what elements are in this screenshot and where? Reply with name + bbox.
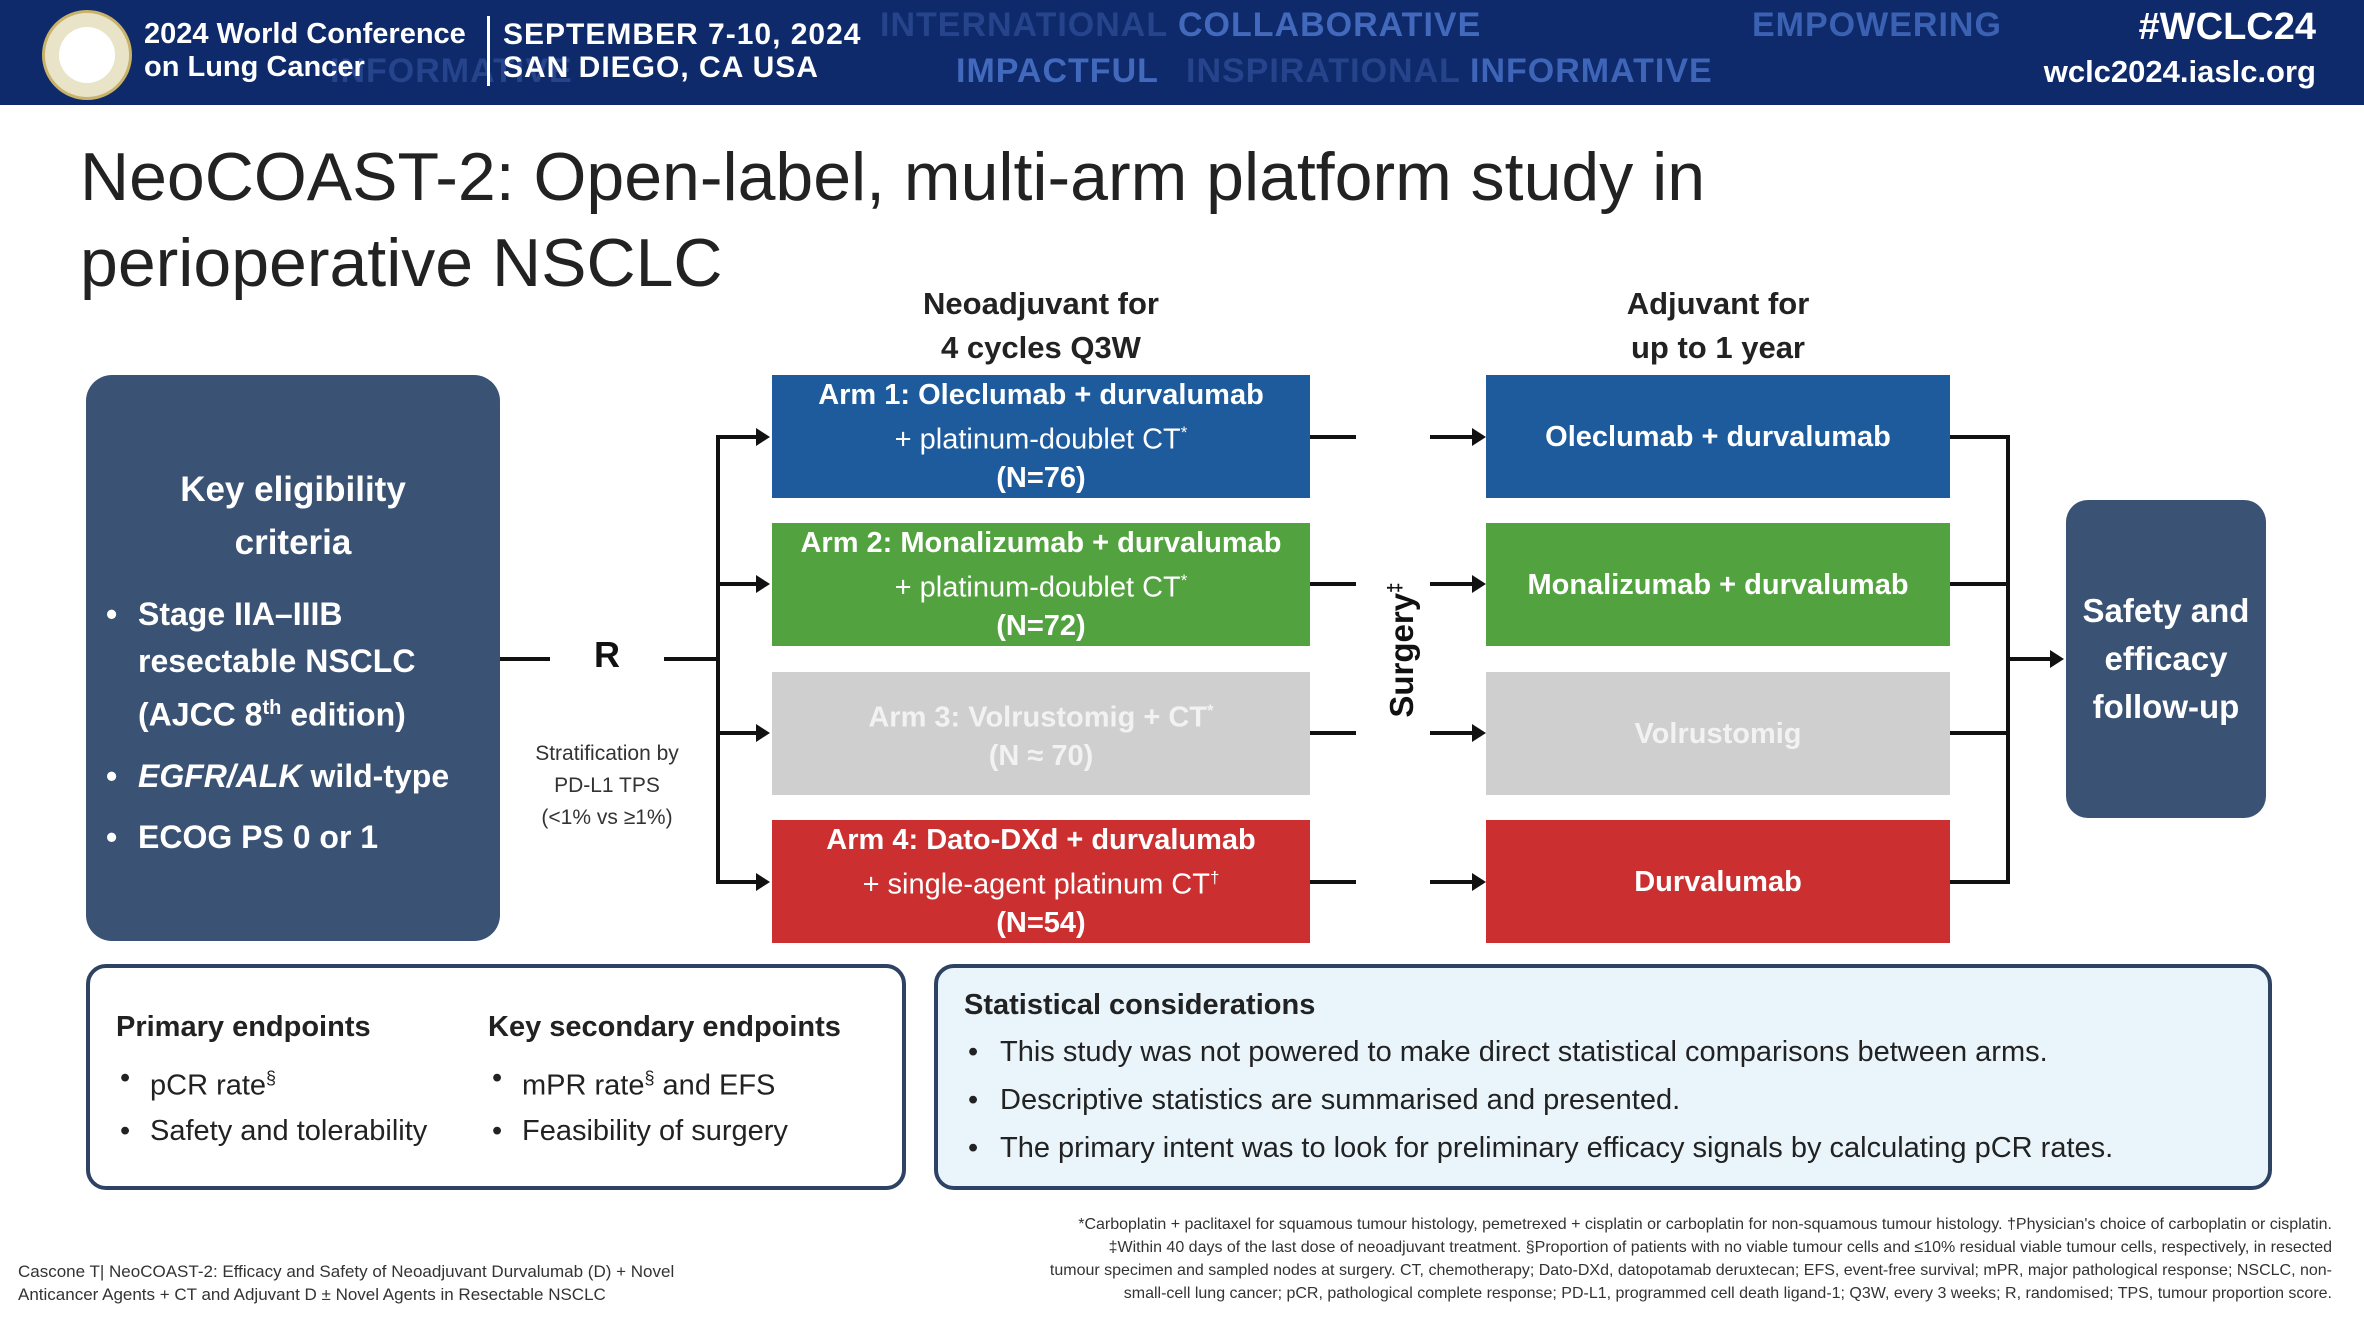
banner-divider <box>487 16 490 86</box>
list-item: This study was not powered to make direc… <box>968 1028 2113 1076</box>
connector-line <box>1950 880 2010 884</box>
connector-line <box>716 582 756 586</box>
connector-line <box>2006 657 2050 661</box>
adjuvant-box-2: Monalizumab + durvalumab <box>1486 523 1950 646</box>
connector-line <box>1430 880 1472 884</box>
conference-banner: INTERNATIONAL COLLABORATIVE EMPOWERING I… <box>0 0 2364 105</box>
connector-line <box>1950 731 2010 735</box>
arrow-icon <box>1472 873 1486 891</box>
secondary-endpoints: Key secondary endpoints mPR rate§ and EF… <box>488 1008 841 1154</box>
list-item: Feasibility of surgery <box>492 1109 841 1154</box>
connector-line <box>716 435 756 439</box>
connector-line <box>1310 582 1356 586</box>
connector-line <box>1310 880 1356 884</box>
connector-line <box>1430 731 1472 735</box>
arm-2-box: Arm 2: Monalizumab + durvalumab + platin… <box>772 523 1310 646</box>
arrow-icon <box>756 873 770 891</box>
conference-website[interactable]: wclc2024.iaslc.org <box>2043 54 2316 89</box>
connector-line <box>664 657 718 661</box>
connector-line <box>716 880 756 884</box>
list-item: Descriptive statistics are summarised an… <box>968 1076 2113 1124</box>
adjuvant-box-1: Oleclumab + durvalumab <box>1486 375 1950 498</box>
primary-endpoints: Primary endpoints pCR rate§ Safety and t… <box>116 1008 427 1154</box>
arm-3-box: Arm 3: Volrustomig + CT* (N ≈ 70) <box>772 672 1310 795</box>
arrow-icon <box>756 428 770 446</box>
conference-logo-icon <box>42 10 132 100</box>
banner-word: COLLABORATIVE <box>1178 6 1482 44</box>
banner-word: INFORMATIVE <box>1470 52 1713 90</box>
conference-hashtag: #WCLC24 <box>2138 6 2316 48</box>
list-item: Safety and tolerability <box>120 1109 427 1154</box>
statistical-heading: Statistical considerations <box>964 989 1316 1021</box>
list-item: pCR rate§ <box>120 1056 427 1109</box>
connector-line <box>500 657 550 661</box>
connector-line <box>1430 435 1472 439</box>
connector-line <box>716 731 756 735</box>
arrow-icon <box>756 724 770 742</box>
list-item: The primary intent was to look for preli… <box>968 1124 2113 1172</box>
connector-line <box>1430 582 1472 586</box>
surgery-label: Surgery‡ <box>1383 582 1420 718</box>
connector-line <box>1950 582 2010 586</box>
banner-word: EMPOWERING <box>1752 6 2002 44</box>
conference-name: 2024 World Conference on Lung Cancer <box>144 18 466 83</box>
adjuvant-header: Adjuvant for up to 1 year <box>1626 286 1810 365</box>
eligibility-box: Key eligibility criteria Stage IIA–IIIB … <box>86 375 500 941</box>
arm-1-box: Arm 1: Oleclumab + durvalumab + platinum… <box>772 375 1310 498</box>
arrow-icon <box>1472 575 1486 593</box>
eligibility-item: Stage IIA–IIIB resectable NSCLC (AJCC 8t… <box>106 591 449 739</box>
arrow-icon <box>756 575 770 593</box>
connector-line <box>1310 731 1356 735</box>
connector-line <box>716 435 720 884</box>
adjuvant-box-4: Durvalumab <box>1486 820 1950 943</box>
citation-footnote: Cascone T| NeoCOAST-2: Efficacy and Safe… <box>18 1262 675 1304</box>
banner-word: INTERNATIONAL <box>880 6 1169 44</box>
abbreviation-footnotes: *Carboplatin + paclitaxel for squamous t… <box>1049 1216 2332 1302</box>
banner-word: IMPACTFUL <box>956 52 1159 90</box>
arrow-icon <box>1472 724 1486 742</box>
eligibility-list: Stage IIA–IIIB resectable NSCLC (AJCC 8t… <box>86 591 467 875</box>
followup-box: Safety and efficacy follow-up <box>2066 500 2266 818</box>
banner-background-words: INTERNATIONAL COLLABORATIVE EMPOWERING I… <box>0 0 2364 105</box>
banner-word: INFORMATIVE <box>330 52 573 90</box>
banner-word: INSPIRATIONAL <box>1186 52 1461 90</box>
arm-4-box: Arm 4: Dato-DXd + durvalumab + single-ag… <box>772 820 1310 943</box>
statistical-considerations-box: Statistical considerations This study wa… <box>934 964 2272 1190</box>
neoadjuvant-header: Neoadjuvant for 4 cycles Q3W <box>923 286 1159 365</box>
endpoints-box: Primary endpoints pCR rate§ Safety and t… <box>86 964 906 1190</box>
stratification-note: Stratification by PD-L1 TPS (<1% vs ≥1%) <box>535 742 679 829</box>
connector-line <box>1310 435 1356 439</box>
connector-line <box>1950 435 2010 439</box>
arrow-icon <box>1472 428 1486 446</box>
list-item: mPR rate§ and EFS <box>492 1056 841 1109</box>
eligibility-item: ECOG PS 0 or 1 <box>106 814 449 861</box>
conference-dates: SEPTEMBER 7-10, 2024 SAN DIEGO, CA USA <box>503 18 862 84</box>
eligibility-item: EGFR/ALK wild-type <box>106 753 449 800</box>
adjuvant-box-3: Volrustomig <box>1486 672 1950 795</box>
arrow-icon <box>2050 650 2064 668</box>
randomization-label: R <box>594 634 620 675</box>
slide-title: NeoCOAST-2: Open-label, multi-arm platfo… <box>80 139 1706 301</box>
eligibility-heading: Key eligibility criteria <box>180 470 406 562</box>
